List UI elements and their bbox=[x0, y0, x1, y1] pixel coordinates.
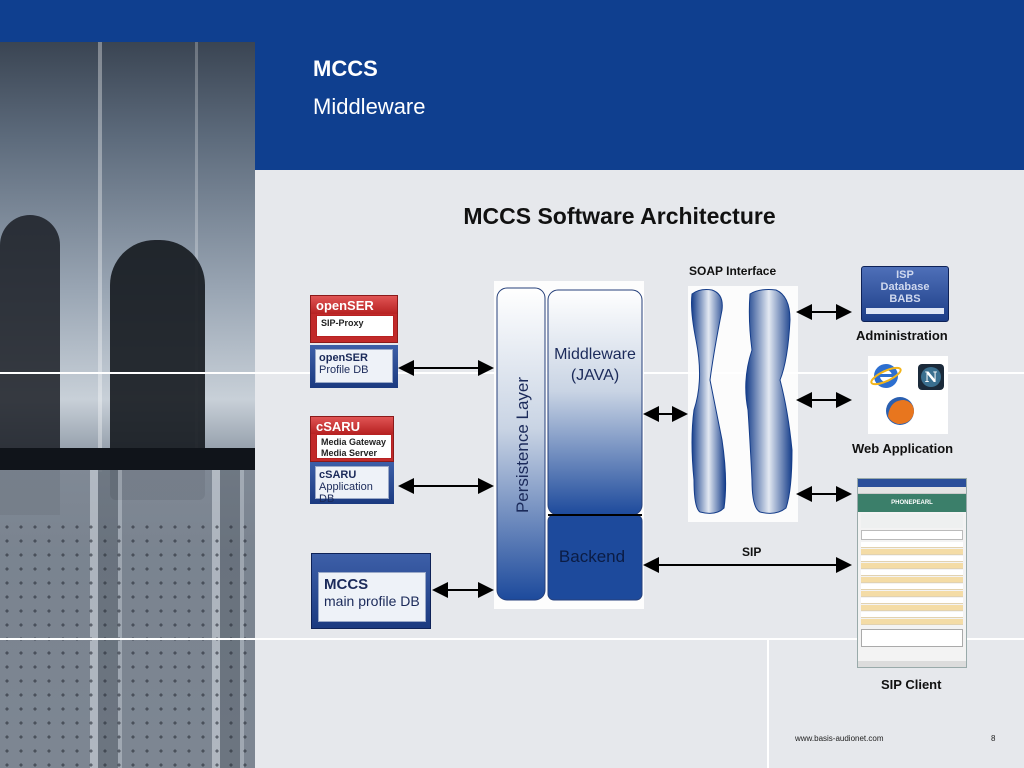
browser-icons: N bbox=[870, 364, 944, 425]
netscape-icon: N bbox=[918, 364, 944, 390]
csaru-media-box: cSARU Media Gateway Media Server bbox=[310, 416, 394, 462]
sip-client-search bbox=[861, 530, 963, 540]
mccs-db-box: MCCS main profile DB bbox=[311, 553, 431, 629]
sip-client-brand: PHONEPEARL bbox=[858, 494, 966, 512]
slide-subtitle: Middleware bbox=[313, 94, 426, 119]
middleware-label-line2: (JAVA) bbox=[571, 367, 619, 384]
mccs-db-inner: MCCS main profile DB bbox=[318, 572, 426, 622]
sip-client-row bbox=[861, 563, 963, 569]
opensr-db-title: openSER bbox=[319, 352, 368, 364]
sip-client-row bbox=[861, 570, 963, 576]
soap-interface-label: SOAP Interface bbox=[689, 264, 777, 278]
footer-url: www.basis-audionet.com bbox=[795, 734, 884, 743]
sip-client-row bbox=[861, 605, 963, 611]
administration-label: Administration bbox=[856, 328, 948, 343]
backend-label: Backend bbox=[559, 547, 625, 566]
csaru-db-subtitle: Application DB bbox=[319, 481, 373, 505]
isp-input-bar bbox=[866, 308, 944, 314]
middleware-box bbox=[547, 289, 643, 516]
footer-page-number: 8 bbox=[991, 734, 996, 743]
csaru-gateway-label: Media Gateway bbox=[321, 437, 387, 447]
sip-client-dial-box bbox=[861, 629, 963, 647]
persistence-layer-bar bbox=[496, 287, 546, 601]
internet-explorer-icon bbox=[870, 364, 902, 388]
svg-text:N: N bbox=[925, 370, 938, 386]
isp-database-box: ISP Database BABS bbox=[861, 266, 949, 322]
csaru-db-title: cSARU bbox=[319, 469, 357, 481]
sip-client-window: PHONEPEARL bbox=[857, 478, 967, 668]
sip-client-row bbox=[861, 591, 963, 597]
sip-client-label: SIP Client bbox=[881, 677, 942, 692]
sip-client-row bbox=[861, 612, 963, 618]
csaru-media-inner: Media Gateway Media Server bbox=[316, 434, 392, 459]
slide-title: MCCS bbox=[313, 56, 378, 81]
sip-client-toolbar bbox=[861, 514, 963, 528]
diagram-title: MCCS Software Architecture bbox=[463, 203, 776, 229]
web-application-label: Web Application bbox=[852, 441, 954, 456]
soap-wave-right bbox=[745, 289, 793, 514]
csaru-server-label: Media Server bbox=[321, 448, 378, 458]
csaru-db-inner: cSARU Application DB bbox=[315, 466, 389, 505]
sip-client-row bbox=[861, 542, 963, 548]
firefox-icon bbox=[886, 397, 914, 425]
soap-wave-left bbox=[691, 289, 727, 514]
sip-client-menubar bbox=[858, 487, 966, 494]
grid-line bbox=[0, 638, 1024, 640]
opensr-proxy-subtitle: SIP-Proxy bbox=[316, 315, 394, 337]
mccs-db-title: MCCS bbox=[324, 576, 369, 593]
isp-line1: ISP bbox=[896, 269, 914, 281]
sip-client-titlebar bbox=[858, 479, 966, 487]
mccs-db-subtitle: main profile DB bbox=[324, 593, 420, 609]
opensr-proxy-box: openSER SIP-Proxy bbox=[310, 295, 398, 343]
isp-line2: Database bbox=[880, 281, 930, 293]
browser-icons-panel: N bbox=[868, 356, 948, 434]
persistence-layer-label: Persistence Layer bbox=[513, 377, 532, 513]
middleware-label-line1: Middleware bbox=[554, 346, 636, 363]
sip-client-row bbox=[861, 549, 963, 555]
csaru-db-box: cSARU Application DB bbox=[310, 462, 394, 505]
header-banner bbox=[255, 0, 1024, 170]
sip-client-row bbox=[861, 577, 963, 583]
sip-client-statusbar bbox=[858, 661, 966, 667]
sip-client-row bbox=[861, 556, 963, 562]
sip-client-row bbox=[861, 619, 963, 625]
sip-client-row bbox=[861, 598, 963, 604]
grid-line bbox=[767, 638, 769, 768]
opensr-db-box: openSER Profile DB bbox=[310, 345, 398, 388]
opensr-db-inner: openSER Profile DB bbox=[315, 349, 393, 383]
opensr-db-subtitle: Profile DB bbox=[319, 364, 369, 376]
background-photo bbox=[0, 0, 255, 768]
isp-line3: BABS bbox=[889, 293, 921, 305]
opensr-proxy-title: openSER bbox=[311, 296, 397, 314]
csaru-media-title: cSARU bbox=[311, 417, 393, 434]
sip-label: SIP bbox=[742, 545, 762, 559]
sip-client-row bbox=[861, 584, 963, 590]
